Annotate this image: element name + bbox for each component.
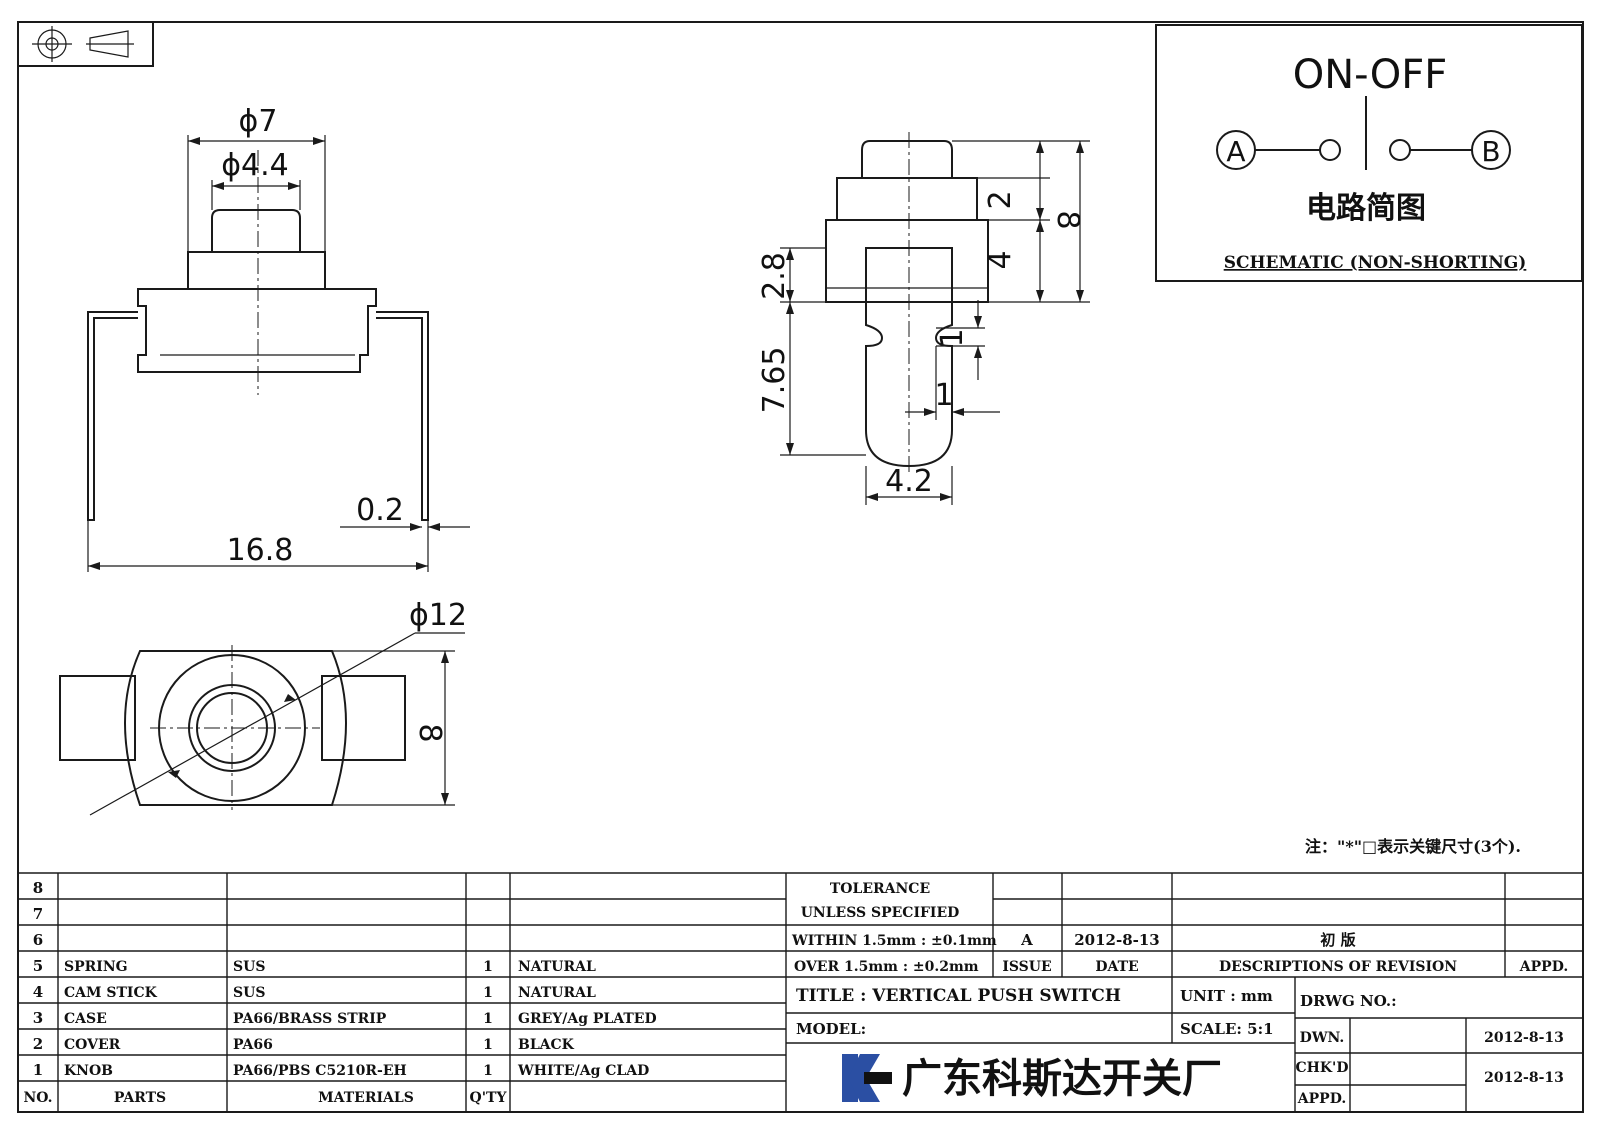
- row-part: SPRING: [64, 959, 128, 975]
- header-date: DATE: [1095, 959, 1138, 975]
- row-no: 4: [33, 983, 43, 1001]
- front-view: ϕ7 ϕ4.4 16.8 0.2: [87, 104, 470, 572]
- revision-date: 2012-8-13: [1074, 931, 1160, 949]
- sheet-frame: [17, 21, 1584, 1113]
- row-part: KNOB: [64, 1063, 113, 1079]
- table-row: 3 CASE PA66/BRASS STRIP 1 GREY/Ag PLATED: [33, 1009, 657, 1027]
- dim-side-2-8: 2.8: [757, 252, 792, 300]
- tolerance-l2: UNLESS SPECIFIED: [801, 905, 960, 921]
- row-material: PA66: [233, 1037, 273, 1053]
- table-row: 7: [33, 905, 43, 923]
- row-material: PA66/PBS C5210R-EH: [233, 1063, 407, 1079]
- schematic-cn-title: 电路简图: [1306, 191, 1426, 226]
- note-text: 注："*"□表示关键尺寸(3个).: [1305, 837, 1521, 856]
- drwg-no-label: DRWG NO.:: [1300, 992, 1397, 1010]
- table-row: 8: [33, 879, 43, 897]
- schematic-heading: ON-OFF: [1293, 52, 1447, 98]
- tolerance-l3: WITHIN 1.5mm : ±0.1mm: [791, 933, 997, 949]
- row-qty: 1: [483, 985, 493, 1001]
- row-finish: NATURAL: [518, 985, 596, 1001]
- parts-table: 8 7 6 5 SPRING SUS 1 NATURAL 4 CAM STICK…: [23, 879, 656, 1106]
- model-label: MODEL:: [796, 1020, 866, 1038]
- dim-knob-dia: ϕ7: [239, 104, 278, 139]
- header-descriptions: DESCRIPTIONS OF REVISION: [1219, 959, 1457, 975]
- drawing-title: TITLE : VERTICAL PUSH SWITCH: [796, 986, 1121, 1006]
- scale-label: SCALE: 5:1: [1180, 1020, 1274, 1038]
- row-part: CASE: [64, 1011, 107, 1027]
- dim-side-2: 2: [983, 190, 1018, 209]
- row-no: 7: [33, 905, 43, 923]
- table-row: 5 SPRING SUS 1 NATURAL: [33, 957, 596, 975]
- row-no: 2: [33, 1035, 43, 1053]
- revision-issue: A: [1020, 931, 1033, 949]
- tolerance-block: TOLERANCE UNLESS SPECIFIED WITHIN 1.5mm …: [791, 881, 997, 975]
- dim-top-height: 8: [412, 723, 447, 742]
- unit-label: UNIT : mm: [1180, 987, 1273, 1005]
- chkd-label: CHK'D: [1296, 1060, 1349, 1076]
- dim-side-4: 4: [983, 250, 1018, 269]
- row-no: 1: [33, 1061, 43, 1079]
- tolerance-l4: OVER 1.5mm : ±0.2mm: [794, 959, 979, 975]
- header-issue: ISSUE: [1002, 959, 1051, 975]
- table-row: 2 COVER PA66 1 BLACK: [33, 1035, 575, 1053]
- header-no: NO.: [23, 1090, 52, 1106]
- row-material: SUS: [233, 959, 265, 975]
- schematic-panel: ON-OFF A B 电路简图 SCHEMATIC (NON-SHORTING): [1155, 24, 1583, 282]
- bom-grid: [18, 872, 1583, 1112]
- dim-side-7-65: 7.65: [757, 347, 792, 414]
- terminal-b-label: B: [1481, 135, 1500, 168]
- side-view: 2 4 8 2.8 7.65 1 1 4.2: [757, 132, 1090, 505]
- table-row: 1 KNOB PA66/PBS C5210R-EH 1 WHITE/Ag CLA…: [33, 1061, 649, 1079]
- row-finish: BLACK: [518, 1037, 575, 1053]
- header-appd: APPD.: [1519, 959, 1568, 975]
- row-part: COVER: [64, 1037, 121, 1053]
- top-view: ϕ12 8: [59, 598, 467, 816]
- dwn-date: 2012-8-13: [1484, 1030, 1564, 1046]
- row-no: 8: [33, 879, 43, 897]
- dim-side-tip: 1: [934, 378, 953, 413]
- dim-stem-dia: ϕ4.4: [221, 148, 289, 183]
- row-no: 6: [33, 931, 43, 949]
- dim-side-notch: 1: [935, 328, 970, 347]
- row-finish: WHITE/Ag CLAD: [517, 1063, 649, 1079]
- table-header: NO. PARTS MATERIALS Q'TY: [23, 1090, 507, 1106]
- header-materials: MATERIALS: [318, 1090, 414, 1106]
- dim-width: 16.8: [227, 533, 294, 568]
- terminal-a-label: A: [1226, 135, 1245, 168]
- dim-body-dia: ϕ12: [409, 598, 467, 633]
- chk-date: 2012-8-13: [1484, 1070, 1564, 1086]
- row-finish: GREY/Ag PLATED: [518, 1011, 657, 1027]
- row-part: CAM STICK: [64, 985, 158, 1001]
- dim-side-width: 4.2: [885, 464, 933, 499]
- dwn-label: DWN.: [1300, 1030, 1345, 1046]
- row-qty: 1: [483, 1063, 493, 1079]
- title-block: TITLE : VERTICAL PUSH SWITCH UNIT : mm D…: [796, 986, 1564, 1107]
- revision-block: A 2012-8-13 初 版 ISSUE DATE DESCRIPTIONS …: [1002, 931, 1568, 975]
- header-qty: Q'TY: [470, 1090, 508, 1106]
- header-parts: PARTS: [114, 1090, 166, 1106]
- row-qty: 1: [483, 1037, 493, 1053]
- row-no: 3: [33, 1009, 43, 1027]
- revision-description: 初 版: [1320, 931, 1355, 949]
- row-material: SUS: [233, 985, 265, 1001]
- projection-symbol-icon: [17, 21, 154, 67]
- row-qty: 1: [483, 1011, 493, 1027]
- row-qty: 1: [483, 959, 493, 975]
- row-finish: NATURAL: [518, 959, 596, 975]
- tolerance-l1: TOLERANCE: [830, 881, 930, 897]
- terminal-b-icon: [1471, 130, 1511, 170]
- schematic-caption: SCHEMATIC (NON-SHORTING): [1224, 253, 1527, 273]
- company-logo-icon: [840, 1052, 892, 1104]
- dim-side-8: 8: [1050, 210, 1085, 229]
- company-name: 广东科斯达开关厂: [902, 1056, 1222, 1102]
- table-row: 6: [33, 931, 43, 949]
- dim-pin-thickness: 0.2: [356, 493, 404, 528]
- appd-label: APPD.: [1297, 1091, 1346, 1107]
- row-no: 5: [33, 957, 43, 975]
- row-material: PA66/BRASS STRIP: [233, 1011, 387, 1027]
- table-row: 4 CAM STICK SUS 1 NATURAL: [33, 983, 596, 1001]
